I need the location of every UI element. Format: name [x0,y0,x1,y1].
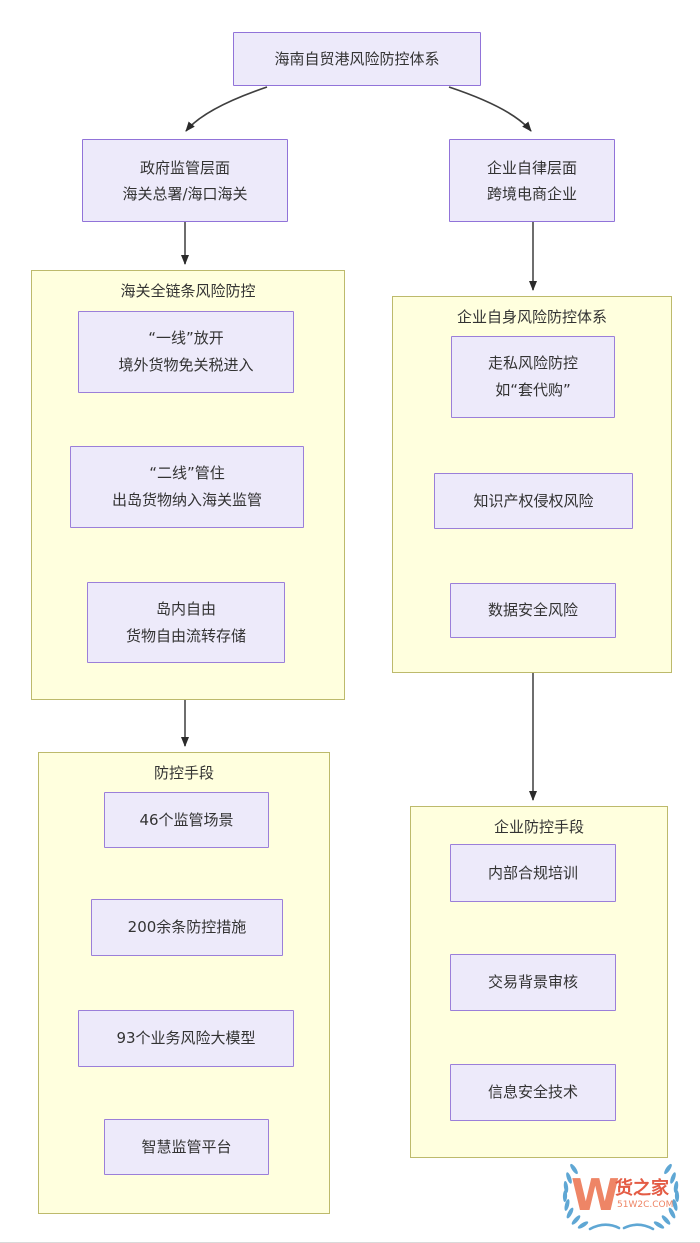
transaction-review-label: 交易背景审核 [487,973,578,991]
root-node-label: 海南自贸港风险防控体系 [274,50,440,68]
island-free-node-line2: 货物自由流转存储 [125,626,246,645]
first-line-node: “一线”放开 境外货物免关税进入 [78,311,294,393]
enterprise-risk-container: 企业自身风险防控体系 走私风险防控 如“套代购” 知识产权侵权风险 数据安全风险 [392,296,672,673]
laurel-right-icon [653,1163,680,1229]
arrow-root-to-gov [185,86,268,132]
scenarios-node: 46个监管场景 [104,792,269,848]
customs-risk-container: 海关全链条风险防控 “一线”放开 境外货物免关税进入 “二线”管住 出岛货物纳入… [31,270,345,700]
logo-domain-text: 51W2C.COM [617,1200,673,1210]
smuggling-risk-line1: 走私风险防控 [487,354,578,372]
logo-brand-text: 货之家 [615,1177,670,1199]
transaction-review-node: 交易背景审核 [450,954,616,1011]
ip-infringement-node: 知识产权侵权风险 [434,473,633,529]
arrow-root-to-enterprise [448,86,532,132]
smuggling-risk-node: 走私风险防控 如“套代购” [451,336,615,418]
info-security-label: 信息安全技术 [487,1083,578,1101]
measures-container: 防控手段 46个监管场景 200余条防控措施 93个业务风险大模型 智慧监管平台 [38,752,330,1214]
enterprise-level-line1: 企业自律层面 [486,158,577,177]
first-line-node-line2: 境外货物免关税进入 [118,356,254,374]
island-free-node-line1: 岛内自由 [155,599,216,618]
brand-logo: W 货之家 51W2C.COM [562,1163,680,1231]
enterprise-measures-container: 企业防控手段 内部合规培训 交易背景审核 信息安全技术 [410,806,668,1158]
root-node: 海南自贸港风险防控体系 [233,32,481,86]
smart-platform-label: 智慧监管平台 [141,1137,232,1156]
enterprise-level-node: 企业自律层面 跨境电商企业 [449,139,615,222]
second-line-node-line1: “二线”管住 [149,464,225,482]
risk-models-label: 93个业务风险大模型 [116,1029,256,1047]
laurel-base-icon [588,1223,655,1231]
smart-platform-node: 智慧监管平台 [104,1119,269,1175]
info-security-node: 信息安全技术 [450,1064,616,1121]
second-line-node-line2: 出岛货物纳入海关监管 [111,491,262,509]
gov-level-line1: 政府监管层面 [139,158,230,177]
measures-container-title: 防控手段 [153,764,214,782]
gov-level-node: 政府监管层面 海关总署/海口海关 [82,139,288,222]
smuggling-risk-line2: 如“套代购” [495,381,571,399]
logo-monogram: W [571,1170,620,1221]
enterprise-measures-container-title: 企业防控手段 [493,818,584,836]
data-security-node: 数据安全风险 [450,583,616,638]
enterprise-level-line2: 跨境电商企业 [486,184,577,203]
second-line-node: “二线”管住 出岛货物纳入海关监管 [70,446,304,528]
scenarios-label: 46个监管场景 [139,810,234,829]
customs-risk-container-title: 海关全链条风险防控 [120,282,256,300]
compliance-training-node: 内部合规培训 [450,844,616,902]
island-free-node: 岛内自由 货物自由流转存储 [87,582,285,663]
enterprise-risk-container-title: 企业自身风险防控体系 [456,308,607,326]
compliance-training-label: 内部合规培训 [487,863,578,882]
risk-models-node: 93个业务风险大模型 [78,1010,294,1067]
laurel-left-icon [562,1163,589,1229]
data-security-label: 数据安全风险 [487,601,578,619]
gov-level-line2: 海关总署/海口海关 [122,184,248,203]
ip-infringement-label: 知识产权侵权风险 [473,491,594,510]
first-line-node-line1: “一线”放开 [148,329,224,347]
control-measures-label: 200余条防控措施 [127,918,247,936]
control-measures-node: 200余条防控措施 [91,899,283,956]
